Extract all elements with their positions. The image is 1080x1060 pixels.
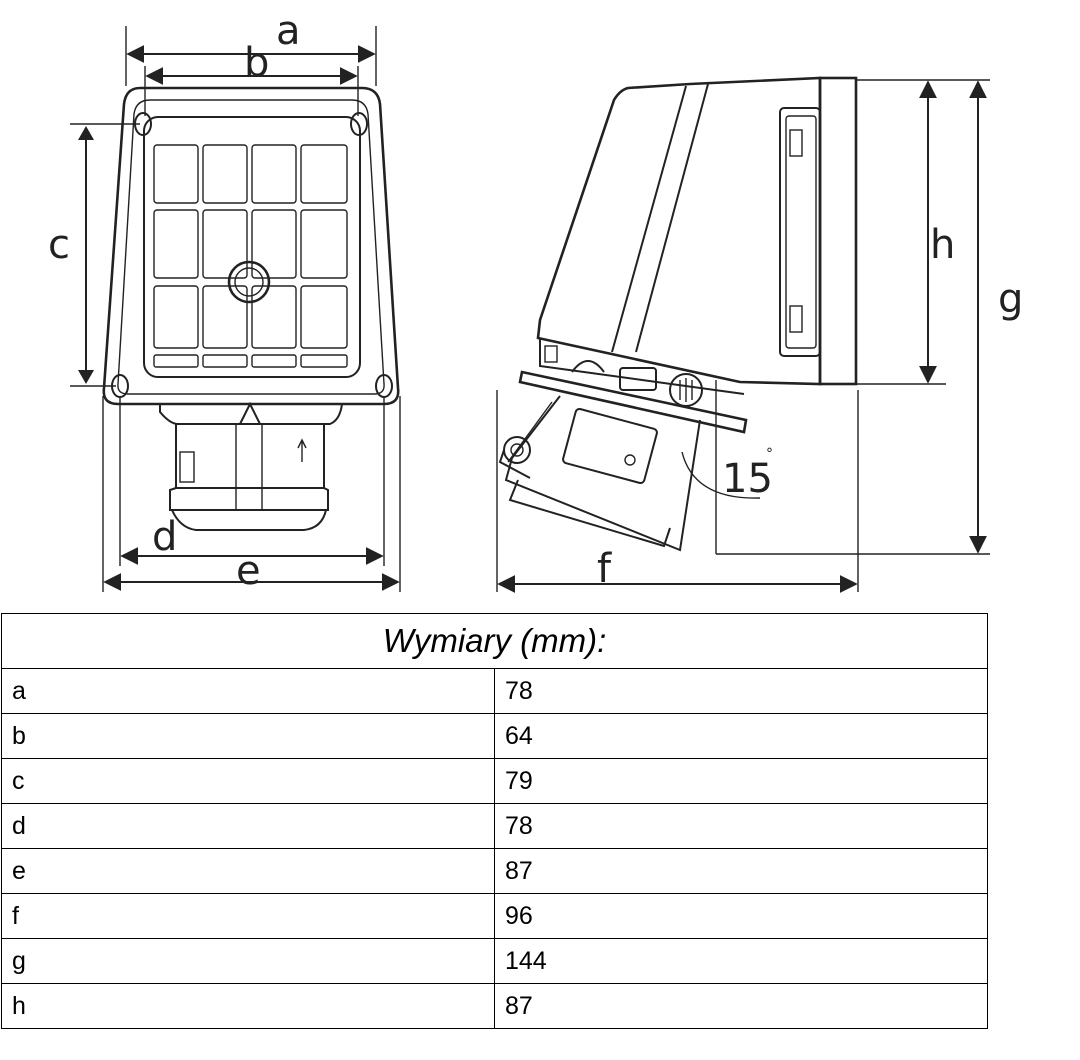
label-e: e	[236, 548, 261, 594]
dim-value: 87	[494, 848, 988, 894]
dim-key: c	[1, 758, 495, 804]
dim-value: 144	[494, 938, 988, 984]
label-a: a	[276, 8, 301, 54]
dim-value: 64	[494, 713, 988, 759]
dim-key: g	[1, 938, 495, 984]
label-angle: 15	[722, 456, 773, 502]
label-d: d	[152, 514, 177, 560]
dim-value: 78	[494, 803, 988, 849]
label-angle-unit: °	[766, 446, 773, 462]
technical-drawing: a b c d e	[48, 8, 1023, 594]
label-h: h	[930, 222, 955, 268]
label-g: g	[998, 276, 1023, 322]
dim-key: b	[1, 713, 495, 759]
dim-value: 79	[494, 758, 988, 804]
table-title: Wymiary (mm):	[1, 613, 988, 669]
front-dimensions: a b c d e	[48, 8, 401, 594]
dim-value: 78	[494, 668, 988, 714]
label-c: c	[48, 222, 70, 268]
dim-key: d	[1, 803, 495, 849]
dim-key: a	[1, 668, 495, 714]
label-b: b	[244, 40, 269, 86]
dim-value: 87	[494, 983, 988, 1029]
dim-key: h	[1, 983, 495, 1029]
dim-key: e	[1, 848, 495, 894]
dim-value: 96	[494, 893, 988, 939]
label-f: f	[597, 546, 612, 592]
side-dimensions: h g f 15 °	[496, 79, 1023, 593]
dim-key: f	[1, 893, 495, 939]
side-view	[498, 76, 858, 552]
front-view	[102, 86, 400, 531]
